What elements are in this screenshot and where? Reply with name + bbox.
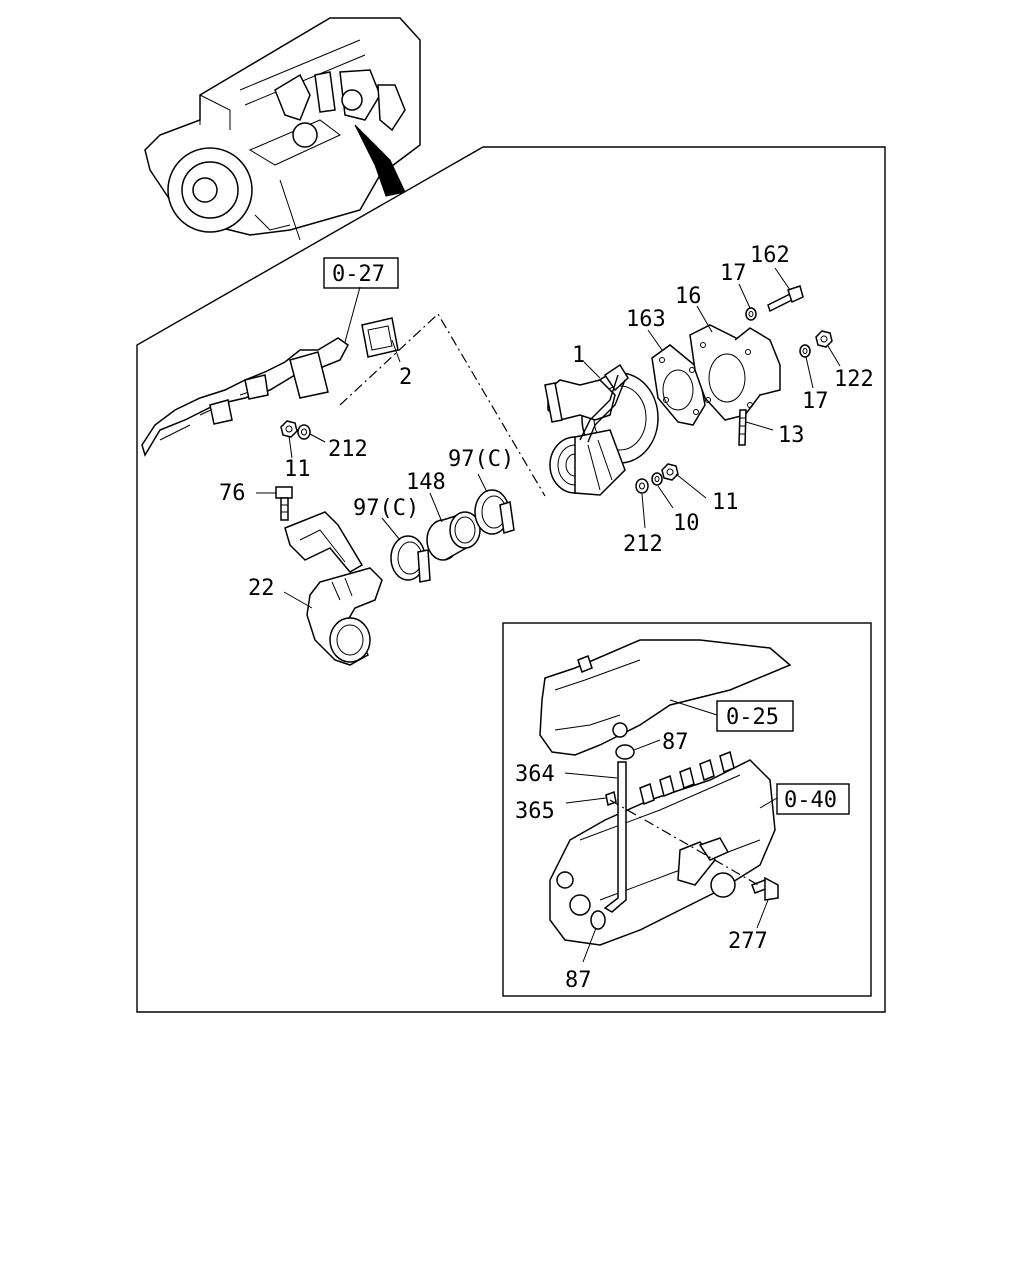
inset-injection-pump <box>549 750 776 946</box>
callout-277: 277 <box>728 929 768 954</box>
engine-overview <box>144 17 421 241</box>
bolt-277 <box>751 876 779 901</box>
callout-22: 22 <box>248 576 275 601</box>
callout-87-top: 87 <box>662 730 689 755</box>
callout-148: 148 <box>406 470 446 495</box>
callout-163: 163 <box>626 307 666 332</box>
banjo-87-bottom <box>590 910 606 930</box>
centerline-277 <box>609 799 761 887</box>
callout-364: 364 <box>515 762 555 787</box>
callout-212-right: 212 <box>623 532 663 557</box>
callout-13: 13 <box>778 423 805 448</box>
callout-1: 1 <box>572 343 585 368</box>
centerline-manifold-turbo <box>339 313 546 497</box>
pipe-22 <box>306 567 383 666</box>
bolt-162 <box>767 285 804 313</box>
inset-frame <box>502 622 872 997</box>
callout-17-right: 17 <box>802 389 829 414</box>
gasket-2 <box>361 317 399 358</box>
nut-122 <box>815 330 833 348</box>
inset-intake-manifold <box>539 639 792 756</box>
gasket-163 <box>651 344 706 426</box>
banjo-87-top <box>615 744 635 760</box>
bracket <box>284 511 364 573</box>
callout-212-left: 212 <box>328 437 368 462</box>
callout-162: 162 <box>750 243 790 268</box>
ref-box-0-25[interactable]: 0-25 <box>716 700 794 732</box>
washer-17-right <box>799 344 811 358</box>
callout-97c-left: 97(C) <box>353 496 419 521</box>
callout-10: 10 <box>673 511 700 536</box>
turbocharger <box>544 363 659 496</box>
exhaust-elbow-16 <box>689 324 781 421</box>
callout-16: 16 <box>675 284 702 309</box>
washer-212-left <box>297 424 311 440</box>
washer-10 <box>651 472 663 486</box>
nut-11-right <box>661 463 679 481</box>
clamp-97c-left <box>390 535 431 583</box>
stud-13 <box>738 409 747 446</box>
ref-box-0-27[interactable]: 0-27 <box>323 257 399 289</box>
callout-87-bottom: 87 <box>565 968 592 993</box>
callout-17-top: 17 <box>720 261 747 286</box>
callout-11-right: 11 <box>712 490 739 515</box>
clamp-97c-right <box>474 489 515 535</box>
svg-text:0-40: 0-40 <box>784 788 837 813</box>
nut-11-left <box>280 420 298 438</box>
washer-17-top <box>745 307 757 321</box>
callout-2: 2 <box>399 365 412 390</box>
callout-11-left: 11 <box>284 457 311 482</box>
exhaust-manifold <box>141 337 349 457</box>
leader-lines <box>256 267 841 963</box>
bolt-76 <box>275 486 293 521</box>
ref-box-0-40[interactable]: 0-40 <box>776 783 850 815</box>
svg-text:0-27: 0-27 <box>332 262 385 287</box>
svg-text:0-25: 0-25 <box>726 705 779 730</box>
callout-76: 76 <box>219 481 246 506</box>
pipe-364 <box>603 761 627 913</box>
hose-148 <box>426 511 481 561</box>
main-frame <box>136 146 886 1013</box>
washer-212-right <box>635 478 649 494</box>
callout-97c-right: 97(C) <box>448 447 514 472</box>
callout-122: 122 <box>834 367 874 392</box>
callout-365: 365 <box>515 799 555 824</box>
